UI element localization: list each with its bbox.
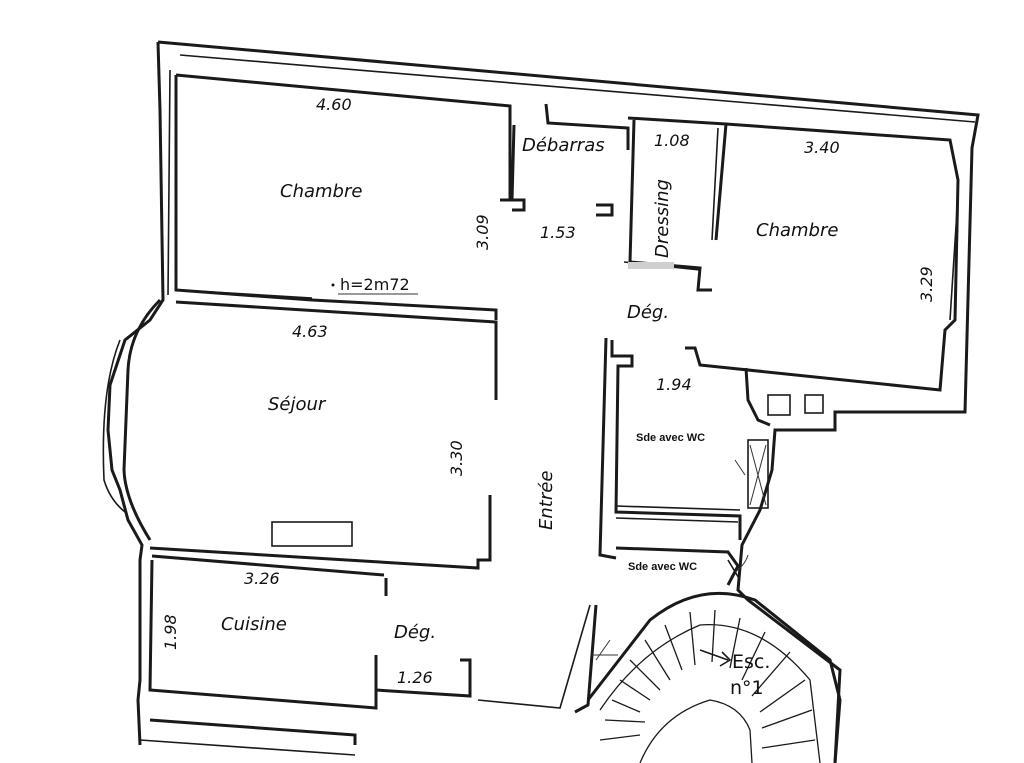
staircase [586,591,842,763]
dim-chambre-left-depth: 3.09 [473,214,492,250]
label-stair-2: n°1 [730,677,764,699]
room-sejour [102,298,498,570]
dim-ceiling-height: h=2m72 [340,275,410,294]
label-deg-lower: Dég. [394,622,436,643]
room-chambre-left [174,73,512,320]
ceiling-height-dot [331,283,335,287]
dim-cuisine-width: 3.26 [244,569,280,588]
label-deg-upper: Dég. [627,302,669,323]
entrance-door-line [477,604,598,714]
label-sejour: Séjour [268,394,327,415]
room-chambre-right [685,122,960,392]
label-stair-1: Esc. [732,651,770,673]
dim-sejour-width: 4.63 [292,322,328,341]
label-chambre-right: Chambre [756,220,838,241]
dim-chambre-left-width: 4.60 [316,95,352,114]
label-sde-lower: Sde avec WC [628,561,697,573]
dim-chambre-right-width: 3.40 [804,138,840,157]
room-debarras [510,103,630,217]
dim-deg-lower-width: 1.26 [397,668,433,687]
room-cuisine [148,554,472,710]
label-entree: Entrée [536,471,557,530]
label-debarras: Débarras [522,135,605,156]
dim-sejour-depth: 3.30 [447,440,466,476]
room-sde-upper [598,337,771,560]
dim-cuisine-depth: 1.98 [161,614,180,650]
label-dressing: Dressing [652,179,673,258]
dim-debarras-depth: 1.53 [540,223,576,242]
label-sde-upper: Sde avec WC [636,432,705,444]
dim-dressing-width: 1.08 [654,131,690,150]
dim-sde-width: 1.94 [656,375,692,394]
dim-chambre-right-depth: 3.29 [917,266,936,302]
room-sde-lower [615,546,741,586]
label-cuisine: Cuisine [221,614,287,635]
door-swings [592,554,749,661]
lower-walls [139,718,357,756]
label-chambre-left: Chambre [280,181,362,202]
ventilation-ducts [767,394,824,416]
